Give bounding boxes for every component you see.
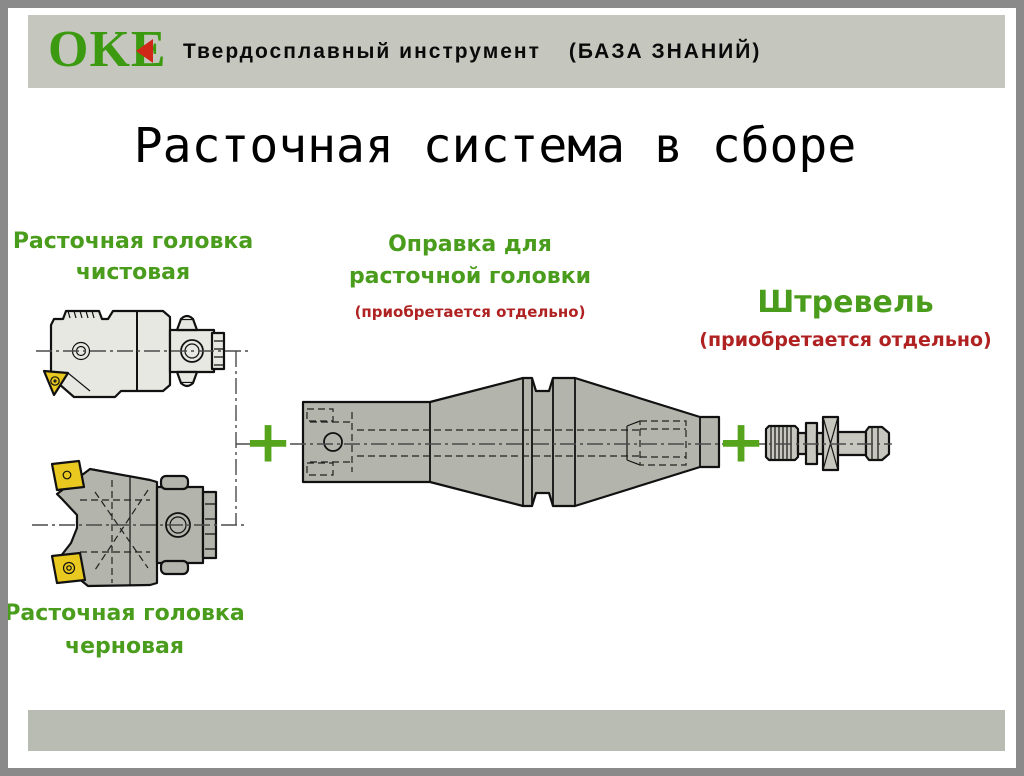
logo-arrow-icon	[136, 39, 153, 63]
label-finishing-head-line2: чистовая	[75, 260, 191, 285]
label-pull-stud-note: (приобретается отдельно)	[699, 329, 992, 351]
label-finishing-head-line1: Расточная головка	[12, 229, 254, 254]
footer-bar	[28, 710, 1005, 751]
finishing-boring-head-drawing	[42, 309, 226, 399]
label-arbor-note: (приобретается отдельно)	[354, 303, 586, 321]
assembly-diagram	[32, 309, 892, 588]
slide-title: Расточная система в сборе	[133, 118, 857, 174]
header-text: Твердосплавный инструмент (БАЗА ЗНАНИЙ)	[183, 15, 761, 88]
header-bar: OKE Твердосплавный инструмент (БАЗА ЗНАН…	[28, 15, 1005, 88]
oke-logo: OKE	[48, 12, 167, 88]
header-title: Твердосплавный инструмент	[183, 39, 541, 63]
header-subtitle: (БАЗА ЗНАНИЙ)	[568, 39, 762, 63]
plus-connector-left: +	[243, 407, 293, 476]
label-pull-stud: Штревель (приобретается отдельно)	[688, 286, 1003, 357]
label-arbor: Оправка для расточной головки (приобрета…	[330, 229, 610, 328]
plus-connector-right: +	[716, 407, 766, 476]
roughing-boring-head-drawing	[50, 459, 218, 588]
centerlines	[32, 350, 892, 526]
label-arbor-line1: Оправка для	[388, 232, 552, 257]
label-finishing-head: Расточная головка чистовая	[8, 226, 258, 288]
label-pull-stud-title: Штревель	[757, 285, 934, 320]
arbor-drawing	[301, 376, 721, 508]
label-roughing-head-line1: Расточная головка	[4, 601, 245, 626]
label-roughing-head: Расточная головка черновая	[2, 597, 247, 663]
label-arbor-line2: расточной головки	[348, 264, 592, 289]
label-roughing-head-line2: черновая	[65, 634, 184, 659]
